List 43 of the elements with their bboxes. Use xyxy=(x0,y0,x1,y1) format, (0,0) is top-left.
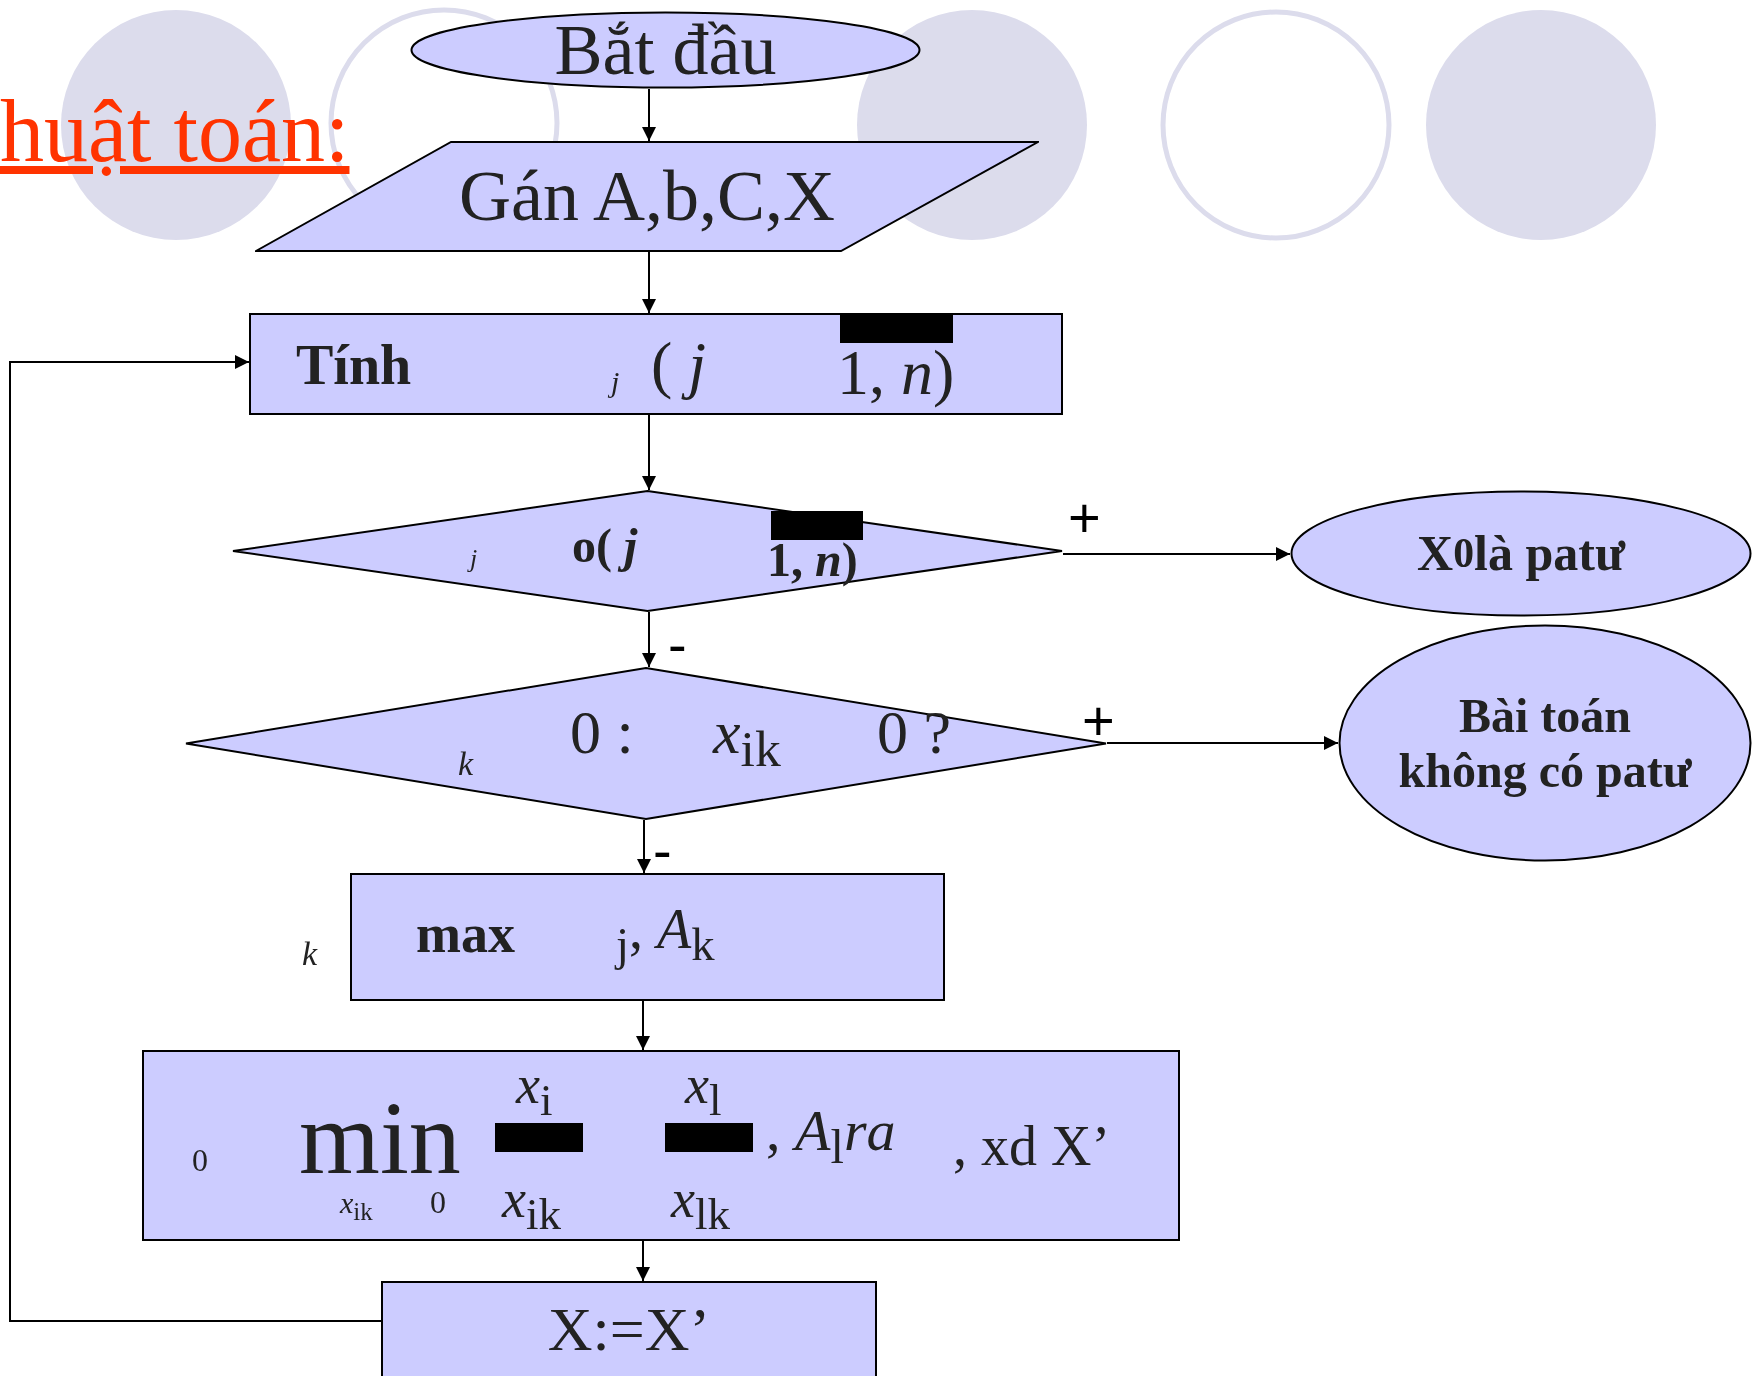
formula-text: 0 xyxy=(192,1144,208,1176)
decision-diamond xyxy=(232,490,1063,612)
process-box xyxy=(350,873,945,1001)
loop-arrow xyxy=(9,355,382,1322)
process-box xyxy=(249,313,1063,415)
node-label: Bắt đầu xyxy=(553,11,778,89)
formula-text: $_{j}$, A$_{k}$ xyxy=(616,901,715,968)
formula-text: max xyxy=(416,907,515,961)
arrow xyxy=(642,611,656,668)
node-label: Bài toán không có patư xyxy=(1397,687,1693,799)
heading: huật toán: xyxy=(0,84,350,181)
arrow xyxy=(636,1240,650,1282)
arrow xyxy=(642,414,656,491)
node-label: X:=X’ xyxy=(546,1293,712,1365)
edge-label: - xyxy=(653,823,672,879)
edge-label: + xyxy=(1082,693,1115,749)
arrow xyxy=(1106,736,1339,750)
arrow xyxy=(637,819,651,874)
formula-text: 0 : xyxy=(570,701,634,763)
arrow xyxy=(642,251,656,314)
formula-text: , A$_{l}$ra xyxy=(766,1102,896,1171)
arrow xyxy=(642,88,656,142)
formula-text: x$_{ik}$ xyxy=(502,1172,561,1237)
arrow xyxy=(636,1000,650,1051)
result-ellipse xyxy=(1290,490,1752,617)
formula-text: x$_{i}$ xyxy=(516,1058,553,1123)
edge-label: + xyxy=(1068,490,1101,546)
process-box xyxy=(381,1281,877,1376)
edge-label: - xyxy=(668,617,687,673)
arrow xyxy=(1062,547,1291,561)
node-label: Gán A,b,C,X xyxy=(458,155,836,239)
formula-text: x$_{l}$ xyxy=(685,1058,722,1123)
formula-text: x$_{ik}$ xyxy=(340,1188,373,1224)
formula-text: k xyxy=(458,747,474,781)
formula-text: x$_{ik}$ xyxy=(713,701,781,776)
side-note: k xyxy=(302,937,318,971)
process-box xyxy=(142,1050,1180,1241)
formula-text: , xd X’ xyxy=(953,1118,1111,1174)
formula-text: Tính xyxy=(296,337,412,393)
start-ellipse xyxy=(410,11,921,89)
formula-text: x$_{lk}$ xyxy=(671,1172,730,1237)
result-ellipse xyxy=(1338,624,1752,862)
formula-text: 0 ? xyxy=(877,701,952,763)
